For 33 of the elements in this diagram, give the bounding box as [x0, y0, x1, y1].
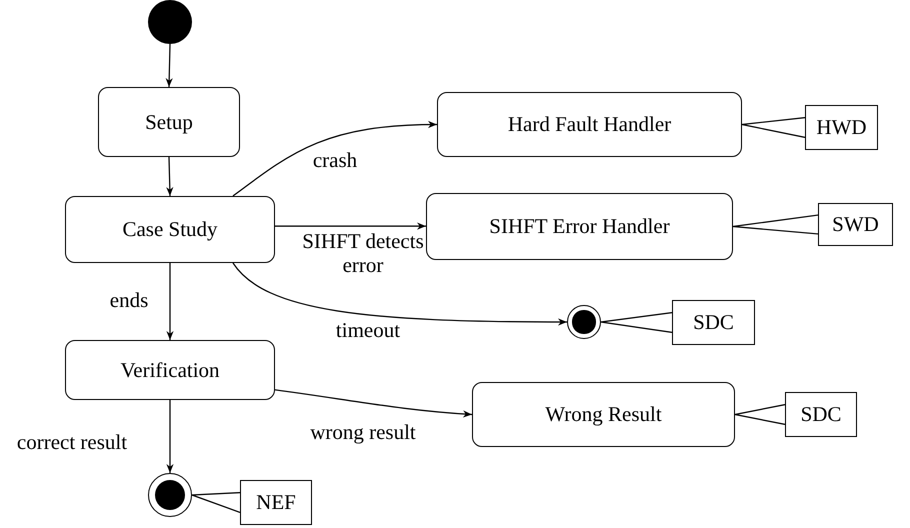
callout-note: HWD	[805, 105, 878, 150]
state-box: SIHFT Error Handler	[426, 193, 733, 260]
callout-pointer	[600, 312, 673, 333]
final-state	[148, 473, 192, 517]
state-box: Hard Fault Handler	[437, 92, 742, 157]
callout-note: SDC	[672, 300, 755, 345]
callout-pointer	[741, 117, 806, 138]
callout-pointer	[732, 214, 819, 235]
transition-arrow	[274, 389, 472, 418]
edge-label: correct result	[16, 430, 128, 454]
final-state	[567, 305, 601, 339]
edge-label: ends	[108, 288, 150, 312]
transition-arrow	[275, 222, 426, 230]
callout-note: SDC	[785, 392, 857, 437]
callout-note: NEF	[240, 480, 312, 525]
transition-arrow	[166, 44, 173, 88]
edge-label: wrong result	[309, 420, 417, 444]
state-box: Case Study	[65, 196, 275, 263]
transition-arrow	[232, 262, 567, 326]
transition-arrow	[166, 400, 174, 473]
state-box: Wrong Result	[472, 382, 735, 447]
initial-state	[148, 0, 192, 44]
edge-label: timeout	[334, 318, 402, 342]
callout-note: SWD	[818, 203, 893, 246]
callout-pointer	[734, 404, 786, 425]
callout-pointer	[191, 492, 241, 513]
edge-label: SIHFT detects error	[301, 229, 425, 278]
edge-label: crash	[312, 148, 358, 172]
transition-arrow	[166, 263, 174, 340]
state-box: Verification	[65, 340, 275, 400]
state-box: Setup	[98, 87, 240, 157]
transition-arrow	[166, 156, 174, 196]
transition-arrow	[232, 121, 438, 196]
